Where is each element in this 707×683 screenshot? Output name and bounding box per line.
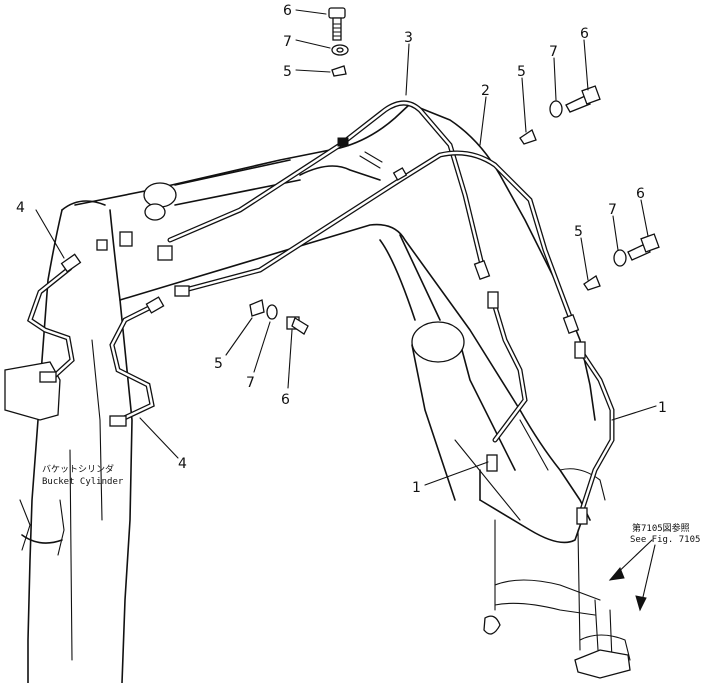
callout-5: 5	[517, 64, 526, 80]
hose-1-right	[577, 347, 615, 513]
bucket-cylinder-drawing	[4, 361, 73, 661]
callout-6: 6	[283, 3, 292, 19]
callout-6: 6	[281, 392, 290, 408]
bolt-right-upper	[519, 85, 601, 145]
callout-4: 4	[16, 200, 25, 216]
boom-body	[74, 103, 606, 544]
arrowheads	[608, 567, 647, 612]
callout-5: 5	[214, 356, 223, 372]
callout-1: 1	[412, 480, 421, 496]
callout-5: 5	[283, 64, 292, 80]
bucket-cylinder-label-jp: バケットシリンダ	[42, 463, 114, 475]
callout-7: 7	[283, 34, 292, 50]
callout-1: 1	[658, 400, 667, 416]
callout-2: 2	[481, 83, 490, 99]
callout-4: 4	[178, 456, 187, 472]
see-figure-caption: 第7105図参照 See Fig. 7105	[630, 522, 700, 545]
callout-7: 7	[549, 44, 558, 60]
callout-labels: 6 7 5 3 2 5 7 6 5 7 6 1 1 4 4 5 7 6	[16, 3, 667, 496]
bucket-cylinder-caption: バケットシリンダ Bucket Cylinder	[42, 463, 124, 487]
hose-3	[167, 100, 485, 268]
leader-lines	[35, 9, 657, 611]
see-fig-label-en: See Fig. 7105	[630, 535, 700, 545]
arm-cylinder	[143, 159, 301, 221]
callout-6: 6	[580, 26, 589, 42]
callout-5: 5	[574, 224, 583, 240]
lower-brackets	[483, 519, 631, 679]
bolt-right-lower	[583, 233, 660, 291]
hose-2	[182, 150, 575, 325]
callout-6: 6	[636, 186, 645, 202]
callout-7: 7	[246, 375, 255, 391]
bolt-lower-center	[249, 299, 309, 335]
bolt-top	[328, 7, 349, 77]
arm-body	[27, 200, 133, 683]
hose-fittings	[39, 137, 588, 525]
callout-7: 7	[608, 202, 617, 218]
boom-cylinder	[379, 234, 516, 501]
hose-4-lower	[109, 302, 158, 423]
bucket-cylinder-label-en: Bucket Cylinder	[42, 477, 124, 487]
see-fig-label-jp: 第7105図参照	[632, 522, 690, 534]
callout-3: 3	[404, 30, 413, 46]
hose-4-upper	[26, 265, 75, 383]
hose-1-center	[490, 297, 528, 443]
